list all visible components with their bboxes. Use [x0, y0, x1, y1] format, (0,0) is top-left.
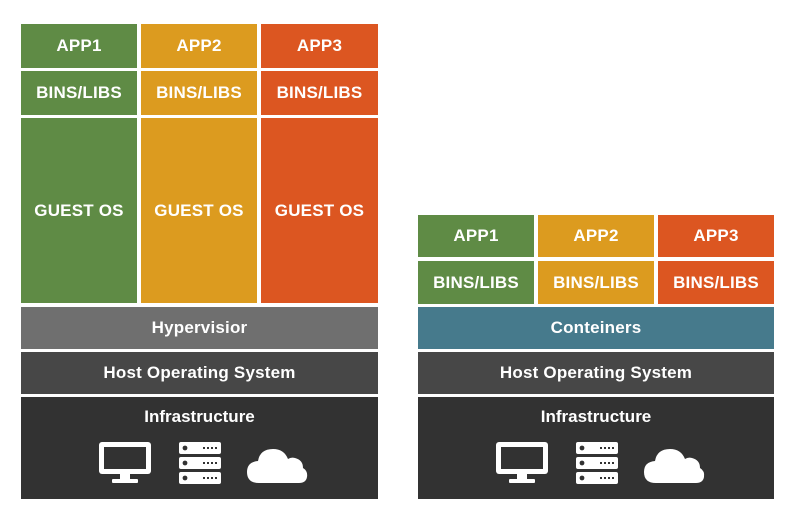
- cloud-icon: [644, 449, 705, 483]
- vm-guest-os-3: GUEST OS: [261, 118, 378, 303]
- container-infrastructure-title: Infrastructure: [540, 407, 652, 426]
- containers-layer: Conteiners: [418, 307, 774, 349]
- cloud-icon: [247, 449, 308, 483]
- vm-guest-os-1: GUEST OS: [21, 118, 137, 303]
- container-app2: APP2: [538, 215, 654, 257]
- vm-app3: APP3: [261, 24, 378, 68]
- container-infrastructure-layer: Infrastructure: [418, 397, 774, 499]
- container-bins-libs-2: BINS/LIBS: [538, 261, 654, 304]
- server-icon: [179, 442, 221, 484]
- container-host-os-layer: Host Operating System: [418, 352, 774, 394]
- container-bins-libs-1: BINS/LIBS: [418, 261, 534, 304]
- vm-bins-libs-2: BINS/LIBS: [141, 71, 257, 115]
- vm-app1: APP1: [21, 24, 137, 68]
- monitor-icon: [496, 442, 548, 483]
- vm-infrastructure-title: Infrastructure: [144, 407, 255, 426]
- vm-infrastructure-layer: Infrastructure: [21, 397, 378, 499]
- monitor-icon: [99, 442, 151, 483]
- container-app3: APP3: [658, 215, 774, 257]
- container-bins-libs-3: BINS/LIBS: [658, 261, 774, 304]
- container-app1: APP1: [418, 215, 534, 257]
- vm-bins-libs-1: BINS/LIBS: [21, 71, 137, 115]
- server-icon: [576, 442, 618, 484]
- hypervisor-layer: Hypervisior: [21, 307, 378, 349]
- vm-guest-os-2: GUEST OS: [141, 118, 257, 303]
- vm-app2: APP2: [141, 24, 257, 68]
- vm-host-os-layer: Host Operating System: [21, 352, 378, 394]
- vm-bins-libs-3: BINS/LIBS: [261, 71, 378, 115]
